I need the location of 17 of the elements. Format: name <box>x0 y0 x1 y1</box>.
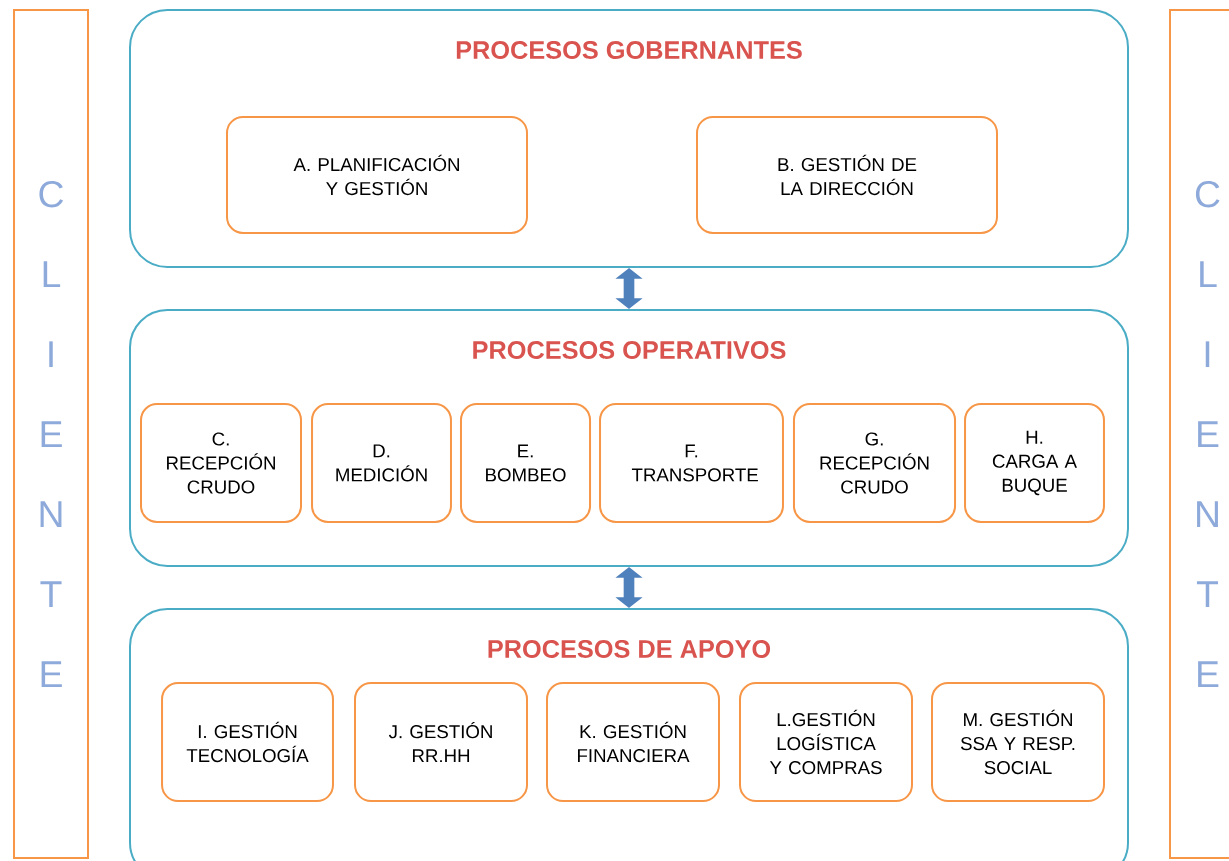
process-box: C. RECEPCIÓN CRUDO <box>140 403 302 523</box>
double-arrow <box>615 268 643 309</box>
process-box: F. TRANSPORTE <box>599 403 784 523</box>
process-box: J. GESTIÓN RR.HH <box>354 682 528 803</box>
process-box: I. GESTIÓN TECNOLOGÍA <box>161 682 334 803</box>
process-box: H. CARGA A BUQUE <box>964 403 1105 523</box>
process-box: K. GESTIÓN FINANCIERA <box>546 682 720 803</box>
client-bar: C L I E N T E <box>13 9 89 859</box>
process-box: E. BOMBEO <box>459 403 592 523</box>
process-box: A. PLANIFICACIÓN Y GESTIÓN <box>226 115 528 234</box>
process-box: M. GESTIÓN SSA Y RESP. SOCIAL <box>931 682 1105 803</box>
process-box: B. GESTIÓN DE LA DIRECCIÓN <box>696 115 998 234</box>
process-box: G. RECEPCIÓN CRUDO <box>792 403 957 523</box>
process-box: D. MEDICIÓN <box>311 403 452 523</box>
process-box: L.GESTIÓN LOGÍSTICA Y COMPRAS <box>739 682 913 803</box>
double-arrow <box>615 567 643 608</box>
client-bar: C L I E N T E <box>1169 9 1229 859</box>
